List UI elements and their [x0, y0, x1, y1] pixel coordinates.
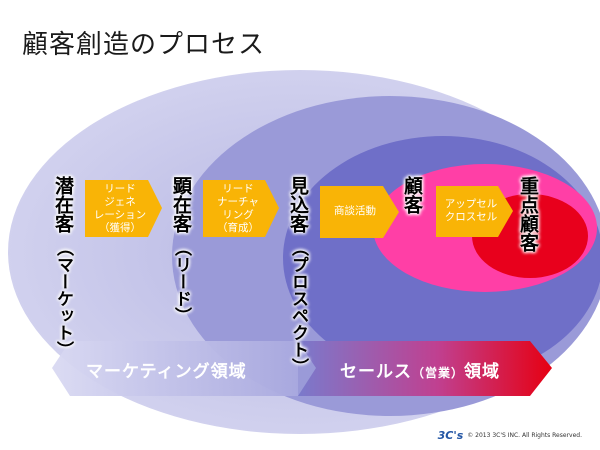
sales-band: [298, 341, 552, 396]
stage-latent-label: 潜在客: [52, 176, 74, 233]
arrow-line: （育成）: [217, 222, 259, 234]
stage-prospect-sub: （プロスペクト）: [288, 239, 308, 375]
arrow-text-lead-nurturing: リード ナーチャ リング （育成）: [203, 183, 273, 235]
arrow-text-negotiation: 商談活動: [320, 205, 390, 218]
stage-prospect: 見込客 （プロスペクト）: [287, 176, 309, 375]
arrow-line: アップセル: [444, 198, 498, 210]
process-arrow-lead-nurturing: [203, 180, 279, 237]
stage-key-customer-label: 重点顧客: [517, 176, 539, 252]
footer: 3C's © 2013 3C'S INC. All Rights Reserve…: [438, 429, 582, 442]
arrow-line: レーション: [93, 209, 147, 221]
arrow-line: リード: [222, 183, 254, 195]
marketing-band-label: マーケティング領域: [86, 362, 247, 382]
stage-apparent-label: 顕在客: [170, 176, 192, 233]
sales-band-domain: 領域: [464, 362, 501, 382]
arrow-line: クロスセル: [444, 211, 498, 223]
sales-band-main: セールス: [340, 362, 412, 382]
arrow-text-lead-generation: リード ジェネ レーション （獲得）: [85, 183, 155, 235]
stage-prospect-label: 見込客: [287, 176, 309, 233]
stage-latent-sub: （マーケット）: [53, 239, 73, 358]
process-arrow-lead-generation: [85, 180, 162, 237]
arrow-line: ジェネ: [104, 196, 136, 208]
company-logo: 3C's: [437, 429, 464, 442]
arrow-line: リング: [222, 209, 254, 221]
arrow-line: ナーチャ: [217, 196, 259, 208]
stage-customer-label: 顧客: [401, 176, 423, 214]
arrow-line: リード: [104, 183, 136, 195]
stage-customer: 顧客: [401, 176, 423, 214]
arrow-line: 商談活動: [334, 205, 376, 217]
sales-band-label: セールス（営業）領域: [340, 357, 500, 382]
copyright-text: © 2013 3C'S INC. All Rights Reserved.: [467, 432, 582, 439]
process-arrow-upsell: [436, 186, 513, 237]
stage-apparent-sub: （リード）: [171, 239, 191, 324]
stage-key-customer: 重点顧客: [517, 176, 539, 252]
arrow-text-upsell: アップセル クロスセル: [436, 198, 506, 224]
marketing-band: [52, 341, 298, 396]
process-arrow-negotiation: [320, 186, 399, 238]
stage-apparent: 顕在客 （リード）: [170, 176, 192, 324]
page-title: 顧客創造のプロセス: [22, 30, 266, 60]
arrow-line: （獲得）: [99, 222, 141, 234]
sales-band-paren: （営業）: [412, 366, 465, 380]
stage-latent: 潜在客 （マーケット）: [52, 176, 74, 358]
